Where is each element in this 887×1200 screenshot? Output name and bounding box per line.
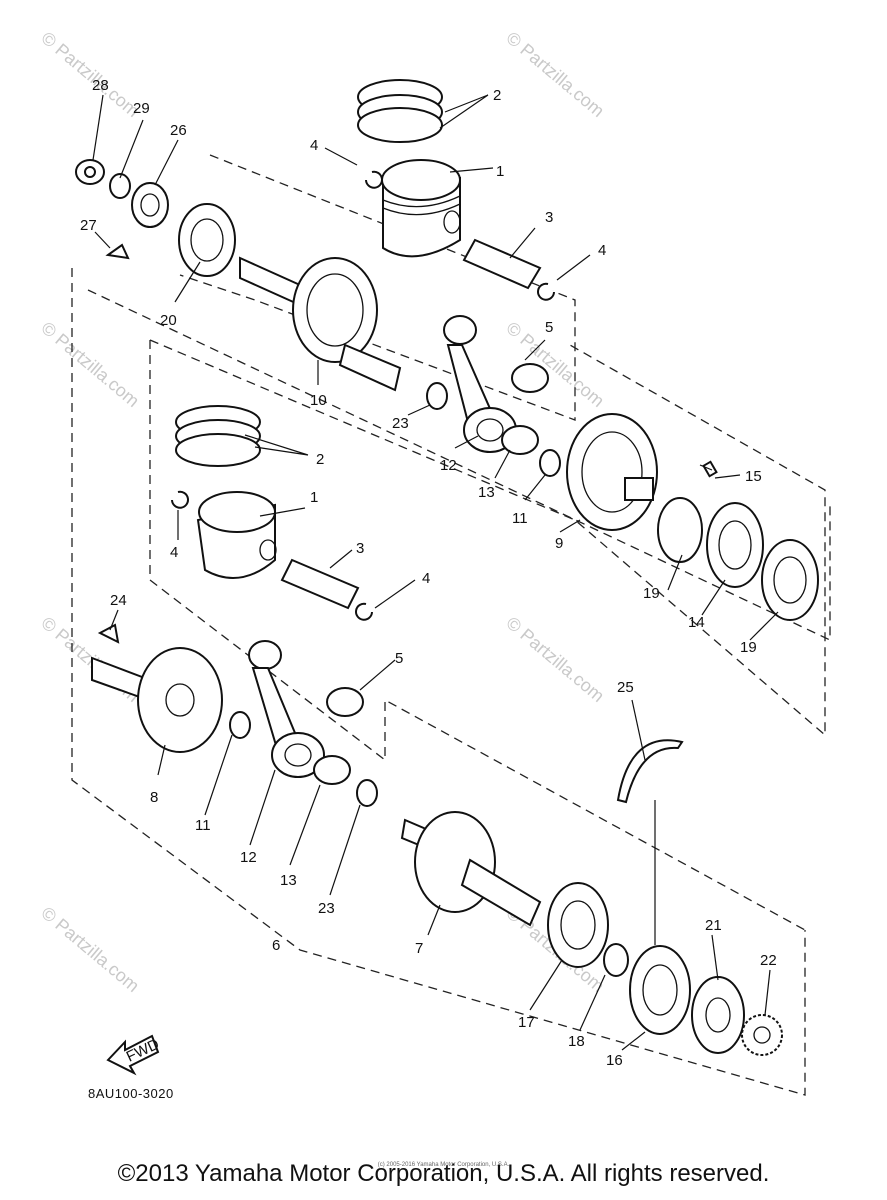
callout-23: 23 (318, 900, 335, 917)
callout-27: 27 (80, 217, 97, 234)
callout-7: 7 (415, 940, 423, 957)
needle-bearing-lower (313, 687, 364, 785)
washer-11-lower (229, 711, 251, 739)
callout-19: 19 (643, 585, 660, 602)
callout-5: 5 (395, 650, 403, 667)
crank-right-bearing-group (547, 882, 783, 1056)
tiny-copyright: (c) 2005-2016 Yamaha Motor Corporation, … (377, 1162, 510, 1168)
needle-bearing-upper (501, 363, 549, 455)
piston-rings-lower (175, 405, 261, 467)
piston-upper (381, 159, 461, 258)
callout-4: 4 (422, 570, 430, 587)
callout-24: 24 (110, 592, 127, 609)
callout-20: 20 (160, 312, 177, 329)
piston-lower (196, 491, 277, 579)
crank-half-middle (566, 413, 658, 531)
callout-26: 26 (170, 122, 187, 139)
callout-labels: 1 2 3 4 4 5 28 29 26 27 20 10 23 12 13 1… (80, 77, 777, 1069)
watermark: © Partzilla.com (502, 28, 608, 121)
callout-18: 18 (568, 1033, 585, 1050)
callout-1: 1 (496, 163, 504, 180)
callout-9: 9 (555, 535, 563, 552)
watermark: © Partzilla.com (502, 318, 608, 411)
callout-29: 29 (133, 100, 150, 117)
watermark: © Partzilla.com (37, 318, 143, 411)
callout-1: 1 (310, 489, 318, 506)
callout-22: 22 (760, 952, 777, 969)
callout-3: 3 (545, 209, 553, 226)
callout-25: 25 (617, 679, 634, 696)
callout-11: 11 (512, 510, 528, 527)
conrod-lower (248, 640, 325, 778)
callout-14: 14 (688, 614, 705, 631)
piston-rings-upper (357, 79, 443, 143)
callout-5: 5 (545, 319, 553, 336)
piston-pin-upper (462, 238, 542, 290)
callout-23: 23 (392, 415, 409, 432)
callout-12: 12 (440, 457, 457, 474)
callout-15: 15 (745, 468, 762, 485)
crank-left-bearing-group (75, 159, 236, 277)
callout-4: 4 (170, 544, 178, 561)
watermark: © Partzilla.com (502, 613, 608, 706)
watermark: © Partzilla.com (37, 903, 143, 996)
callout-28: 28 (92, 77, 109, 94)
callout-8: 8 (150, 789, 158, 806)
circlip (537, 282, 555, 301)
half-ring (616, 739, 684, 804)
crank-half-lower (91, 623, 223, 753)
piston-pin-lower (280, 558, 360, 610)
center-bearing-group (657, 460, 819, 621)
crank-half-upper (239, 256, 402, 392)
fwd-arrow: FWD (106, 1034, 162, 1076)
assembly-outlines (71, 154, 831, 1096)
callout-4: 4 (598, 242, 606, 259)
washer-23-upper (426, 382, 448, 410)
washer-11-upper (539, 449, 561, 477)
callout-3: 3 (356, 540, 364, 557)
callout-13: 13 (280, 872, 297, 889)
callout-13: 13 (478, 484, 495, 501)
callout-17: 17 (518, 1014, 535, 1031)
callout-16: 16 (606, 1052, 623, 1069)
callout-4: 4 (310, 137, 318, 154)
circlip (355, 602, 373, 621)
circlip (171, 490, 189, 509)
leader-lines (92, 94, 779, 1051)
copyright-notice: ©2013 Yamaha Motor Corporation, U.S.A. A… (117, 1160, 770, 1187)
conrod-upper (443, 315, 517, 453)
callout-10: 10 (310, 392, 327, 409)
callout-19: 19 (740, 639, 757, 656)
callout-11: 11 (195, 817, 211, 834)
callout-6: 6 (272, 937, 280, 954)
washer-23-lower (356, 779, 378, 807)
crank-half-right (400, 811, 542, 927)
callout-21: 21 (705, 917, 722, 934)
callout-2: 2 (316, 451, 324, 468)
watermark: © Partzilla.com (37, 28, 143, 121)
callout-12: 12 (240, 849, 257, 866)
callout-2: 2 (493, 87, 501, 104)
circlip (365, 170, 383, 189)
diagram-code: 8AU100-3020 (88, 1086, 174, 1101)
